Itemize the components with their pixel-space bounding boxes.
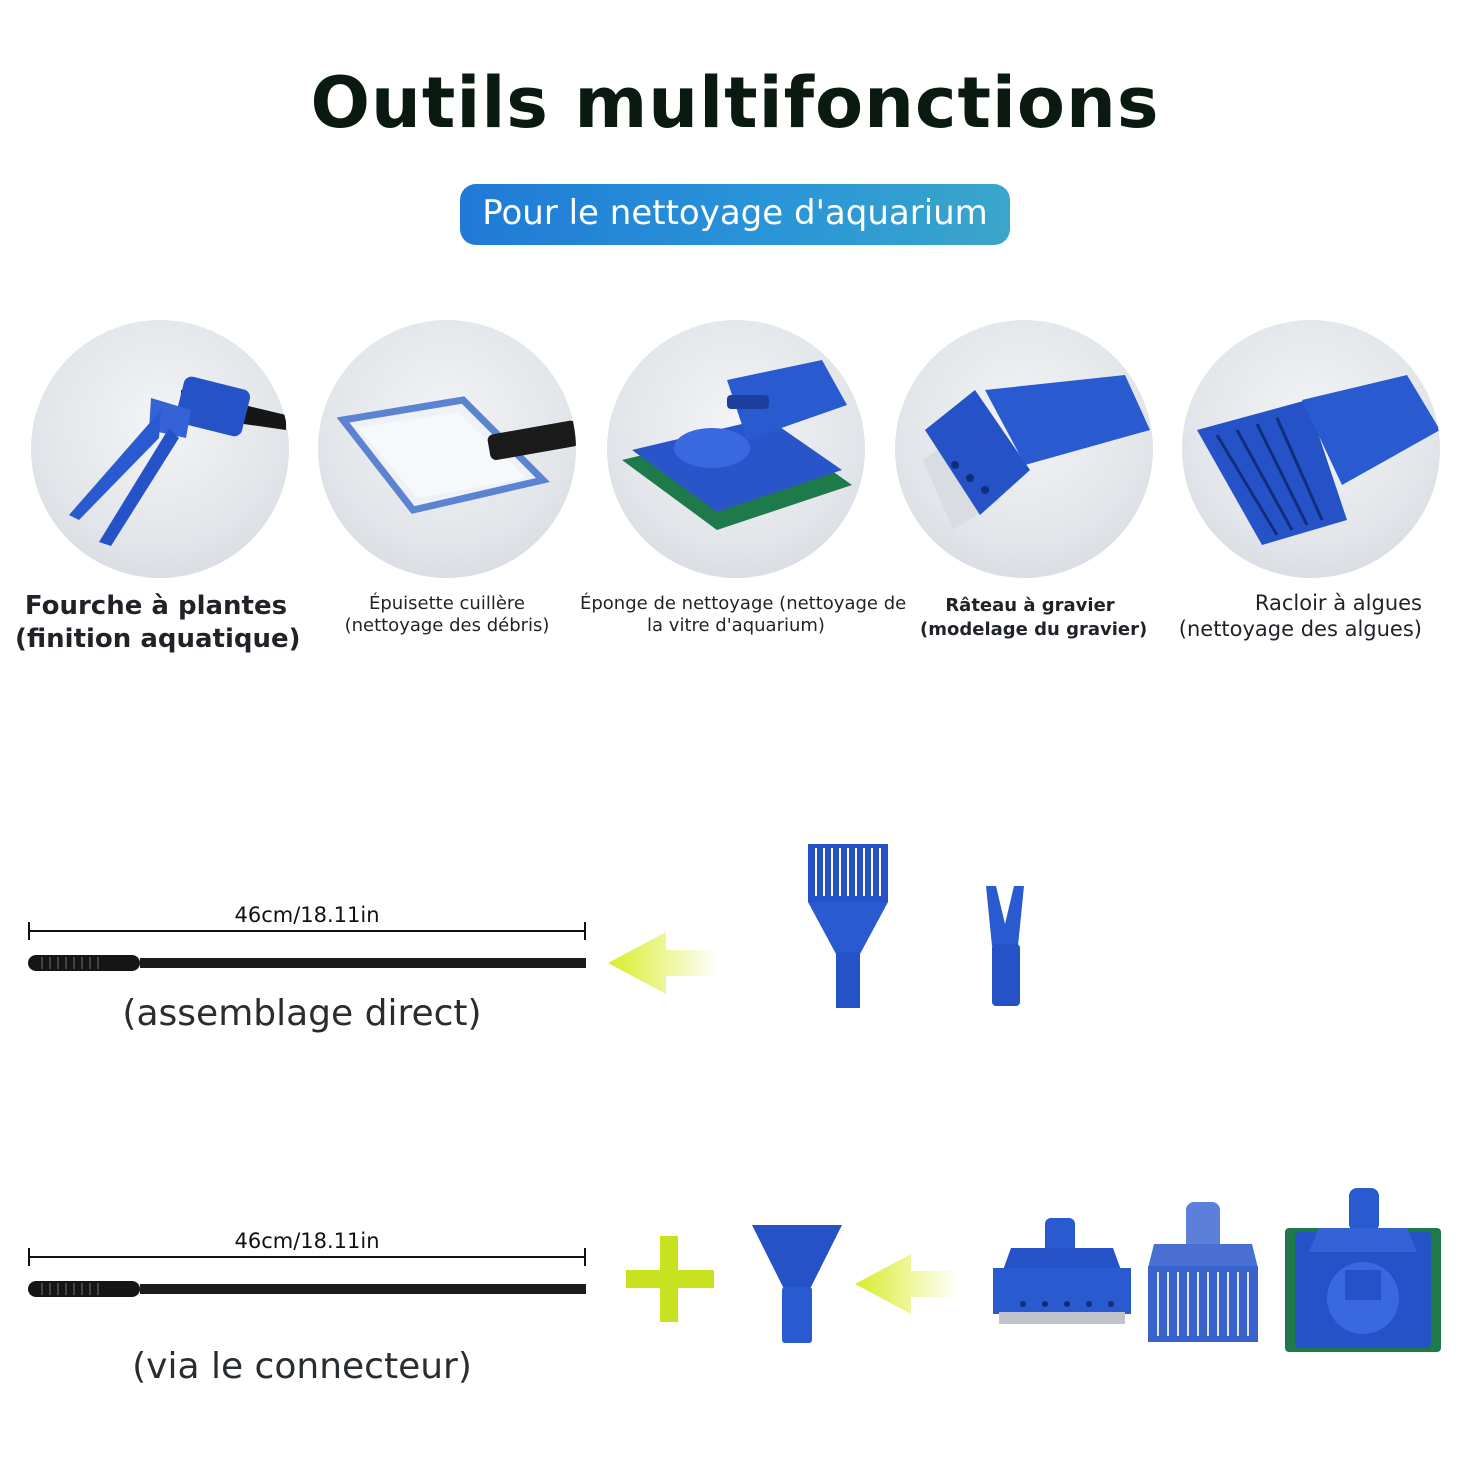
tool-image-gravel-rake: [895, 320, 1153, 578]
tool-purpose: la vitre d'aquarium): [647, 615, 825, 636]
tool-name: Râteau à gravier: [945, 595, 1115, 616]
sponge-head-icon: [1285, 1188, 1441, 1354]
gravel-rake-icon: [923, 375, 1150, 530]
handle-rod: [28, 954, 586, 972]
tool-name: Fourche à plantes: [24, 591, 288, 621]
page-title: Outils multifonctions: [310, 62, 1160, 144]
rod-length-dimension: [28, 1248, 586, 1266]
subtitle-badge: Pour le nettoyage d'aquarium: [460, 184, 1010, 245]
tool-purpose: (modelage du gravier): [920, 619, 1148, 640]
rod-length-label: 46cm/18.11in: [234, 1229, 380, 1253]
algae-scraper-icon: [1197, 375, 1440, 545]
tool-name: Racloir à algues: [1254, 591, 1422, 615]
arrow-left-icon: [608, 932, 718, 994]
tool-purpose: (finition aquatique): [15, 624, 301, 654]
tool-caption-sponge: Éponge de nettoyage (nettoyage de la vit…: [580, 593, 907, 637]
handle-rod: [28, 1280, 586, 1298]
tool-image-sponge: [607, 320, 865, 578]
tool-caption-algae-scraper: Racloir à algues (nettoyage des algues): [1170, 590, 1422, 642]
algae-comb-head-icon: [1146, 1202, 1260, 1344]
tool-purpose: (nettoyage des algues): [1178, 617, 1422, 641]
rake-head-icon: [806, 844, 890, 1008]
plant-fork-icon: [69, 376, 286, 546]
tool-caption-net: Épuisette cuillère (nettoyage des débris…: [330, 593, 564, 637]
assembly-direct-label: (assemblage direct): [122, 993, 482, 1034]
tool-name: Éponge de nettoyage (nettoyage de: [580, 593, 907, 614]
assembly-connector-label: (via le connecteur): [132, 1346, 472, 1387]
plus-icon: [626, 1234, 716, 1324]
tool-image-algae-scraper: [1182, 320, 1440, 578]
tool-name: Épuisette cuillère: [368, 593, 526, 614]
rod-length-dimension: [28, 922, 586, 940]
tool-image-plant-fork: [31, 320, 289, 578]
tool-purpose: (nettoyage des débris): [344, 615, 550, 636]
tool-caption-gravel-rake: Râteau à gravier (modelage du gravier): [920, 594, 1148, 642]
rod-length-label: 46cm/18.11in: [234, 903, 380, 927]
connector-icon: [750, 1225, 844, 1345]
tool-caption-plant-fork: Fourche à plantes (finition aquatique): [15, 590, 301, 656]
arrow-left-icon: [855, 1254, 959, 1314]
scraper-head-icon: [993, 1218, 1131, 1328]
net-icon: [336, 396, 576, 514]
tool-image-net: [318, 320, 576, 578]
fork-head-icon: [984, 886, 1026, 1008]
sponge-icon: [622, 360, 852, 530]
